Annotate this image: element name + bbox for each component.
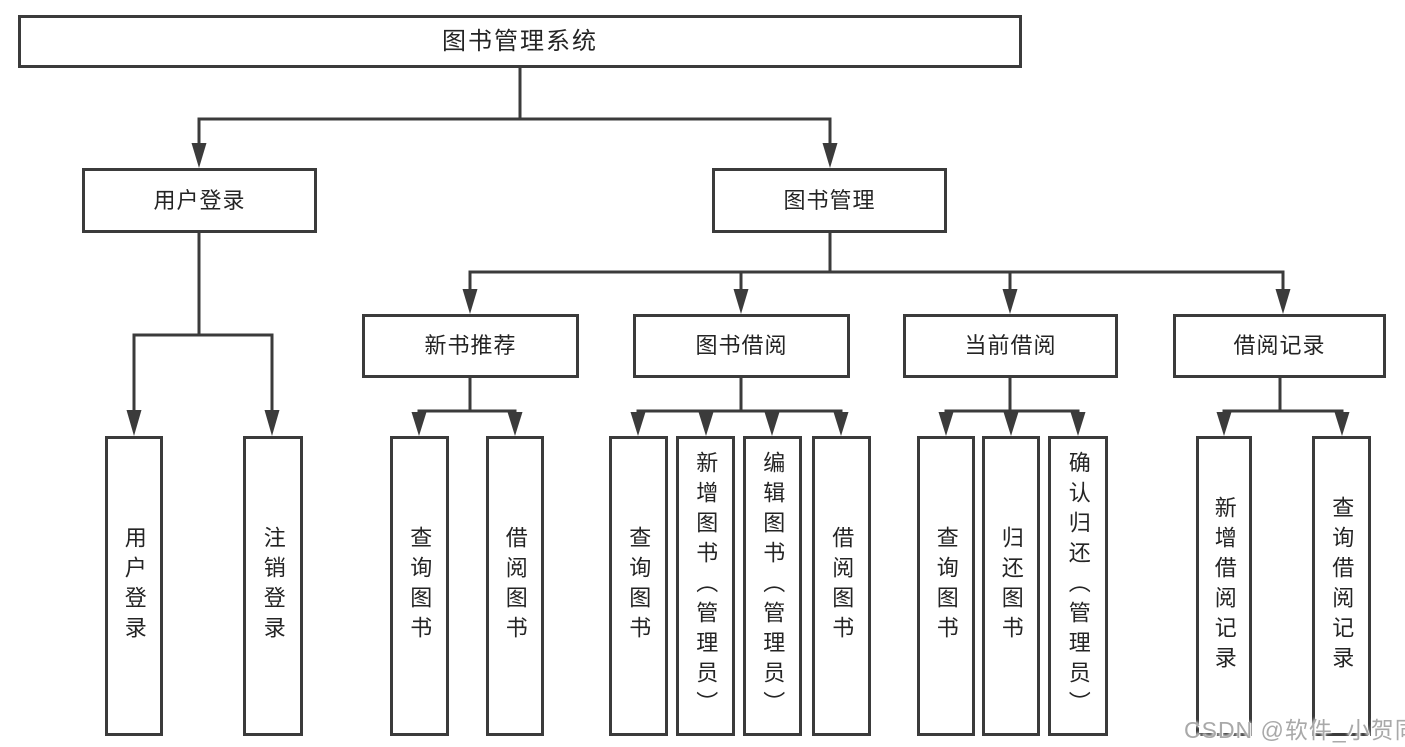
node-current-borrowing: 当前借阅 [903,314,1118,378]
node-records-query-record: 查询借阅记录 [1312,436,1371,736]
node-library-management-system: 图书管理系统 [18,15,1022,68]
node-current-return-books: 归还图书 [982,436,1040,736]
node-current-query-books: 查询图书 [917,436,975,736]
node-rec-borrow-books: 借阅图书 [486,436,544,736]
node-logout: 注销登录 [243,436,303,736]
node-rec-query-books: 查询图书 [390,436,449,736]
csdn-watermark: CSDN @软件_小贺同学 [1184,717,1405,743]
node-borrow-edit-books-admin: 编辑图书（管理员） [743,436,802,736]
node-borrow-add-books-admin: 新增图书（管理员） [676,436,735,736]
node-user-login: 用户登录 [105,436,163,736]
node-current-confirm-return-admin: 确认归还（管理员） [1048,436,1108,736]
node-borrow-query-books: 查询图书 [609,436,668,736]
node-book-management: 图书管理 [712,168,947,233]
node-user-login-branch: 用户登录 [82,168,317,233]
arrowheads [126,143,1350,436]
node-records-add-record: 新增借阅记录 [1196,436,1252,736]
node-new-book-recommendation: 新书推荐 [362,314,579,378]
node-borrow-borrow-books: 借阅图书 [812,436,871,736]
node-borrowing-records: 借阅记录 [1173,314,1386,378]
node-book-borrowing: 图书借阅 [633,314,850,378]
